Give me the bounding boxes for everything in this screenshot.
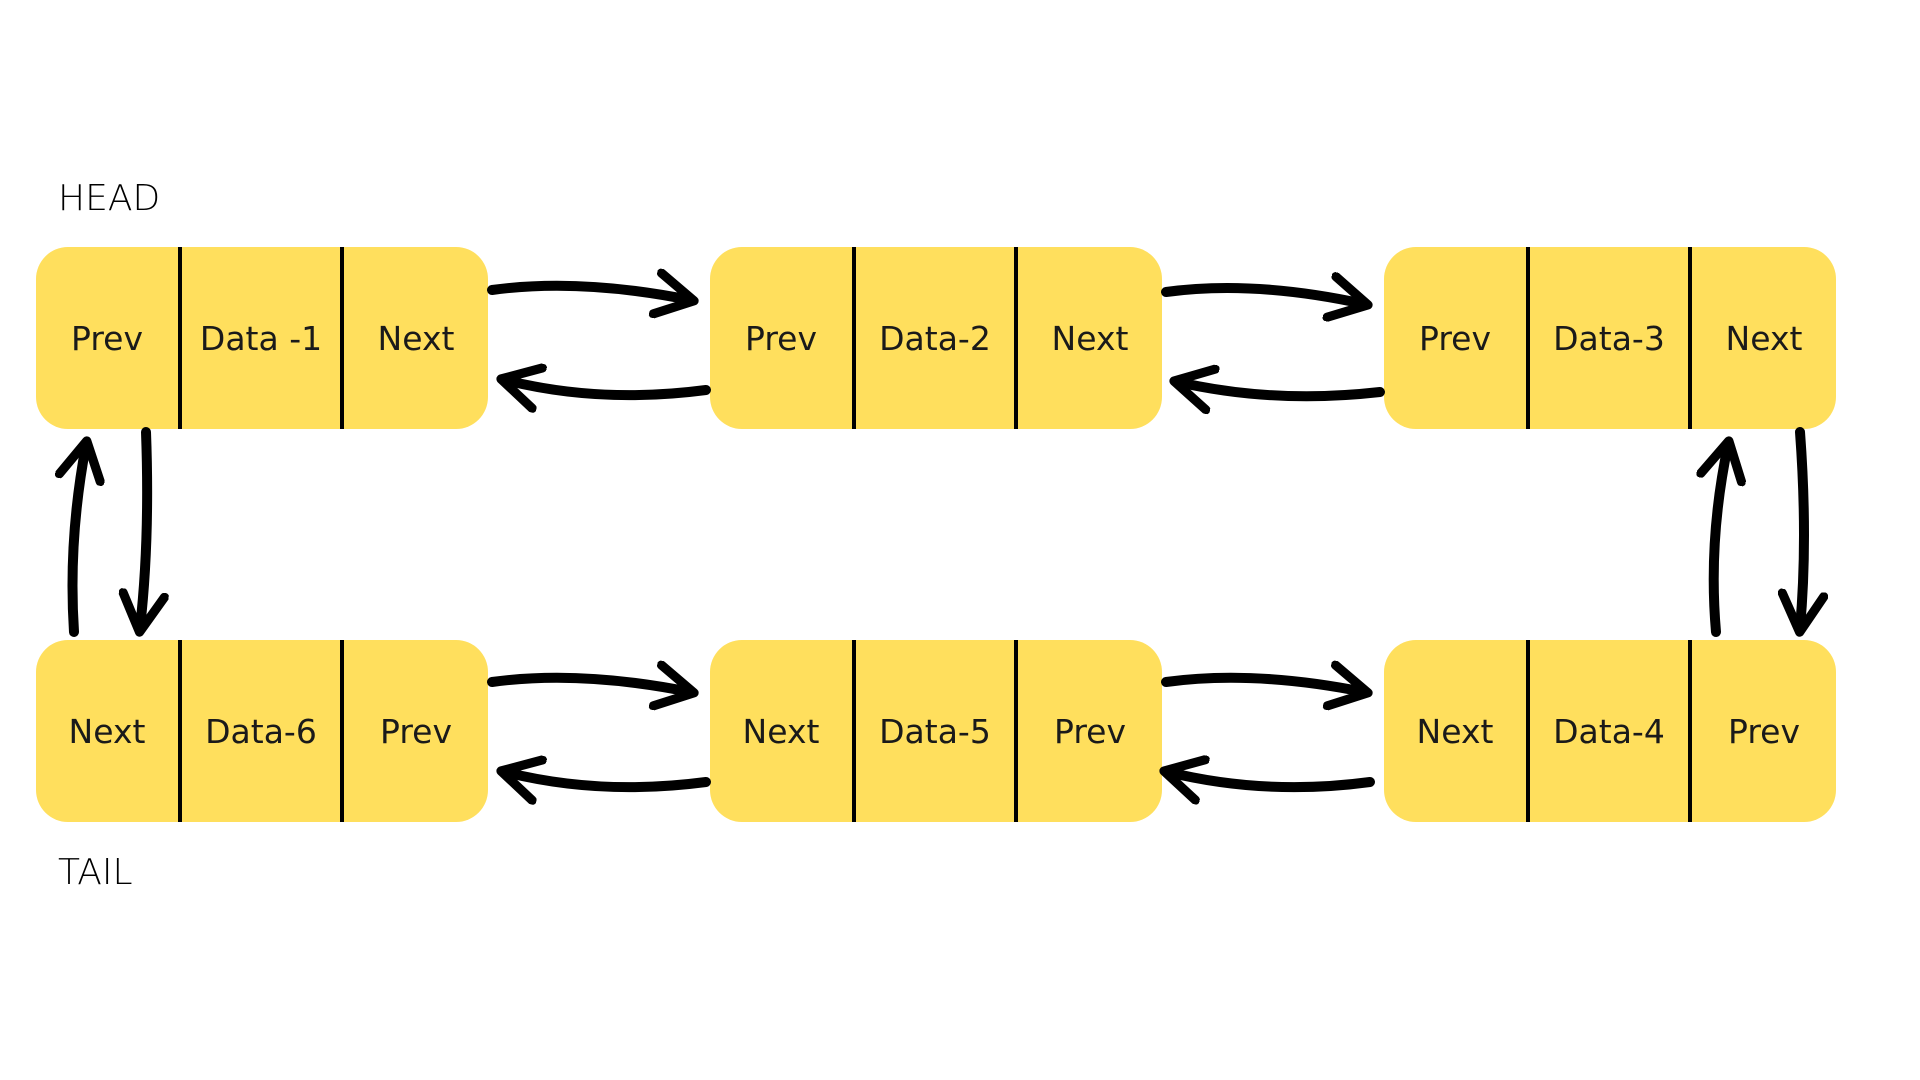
node-data-field: Data-5	[856, 640, 1018, 822]
node-next-field: Next	[710, 640, 856, 822]
node-next-field: Next	[36, 640, 182, 822]
arrow-node5-to-node4	[1161, 678, 1364, 692]
arrow-node4-to-node5	[1168, 772, 1375, 787]
arrow-node4-to-node3	[1714, 445, 1728, 637]
head-label: HEAD	[58, 178, 161, 219]
node-data-field: Data-3	[1530, 247, 1692, 429]
arrow-node6-to-node1	[73, 445, 87, 637]
node-data-field: Data-6	[182, 640, 344, 822]
node-data-field: Data-4	[1530, 640, 1692, 822]
arrow-node2-to-node1	[505, 380, 711, 395]
node-data-2: Prev Data-2 Next	[710, 247, 1162, 429]
node-data-field: Data -1	[182, 247, 344, 429]
node-prev-field: Prev	[1728, 711, 1800, 751]
node-prev-field: Prev	[710, 247, 856, 429]
node-next-field: Next	[1384, 640, 1530, 822]
arrow-node1-to-node6	[140, 427, 147, 628]
arrow-node3-to-node4	[1800, 427, 1804, 628]
node-data-6: Next Data-6 Prev	[36, 640, 488, 822]
arrow-node1-to-node2	[487, 286, 690, 300]
arrow-node5-to-node6	[505, 772, 711, 787]
arrow-node3-to-node2	[1178, 382, 1385, 396]
node-data-field: Data-2	[856, 247, 1018, 429]
node-data-3: Prev Data-3 Next	[1384, 247, 1836, 429]
node-data-4: Next Data-4 Prev	[1384, 640, 1836, 822]
arrow-node6-to-node5	[487, 678, 690, 692]
node-prev-field: Prev	[1384, 247, 1530, 429]
node-next-field: Next	[377, 318, 455, 358]
arrow-node2-to-node3	[1161, 288, 1364, 304]
node-prev-field: Prev	[36, 247, 182, 429]
node-data-5: Next Data-5 Prev	[710, 640, 1162, 822]
node-prev-field: Prev	[380, 711, 452, 751]
node-next-field: Next	[1051, 318, 1129, 358]
node-data-1: Prev Data -1 Next	[36, 247, 488, 429]
tail-label: TAIL	[58, 852, 133, 893]
node-prev-field: Prev	[1054, 711, 1126, 751]
node-next-field: Next	[1725, 318, 1803, 358]
